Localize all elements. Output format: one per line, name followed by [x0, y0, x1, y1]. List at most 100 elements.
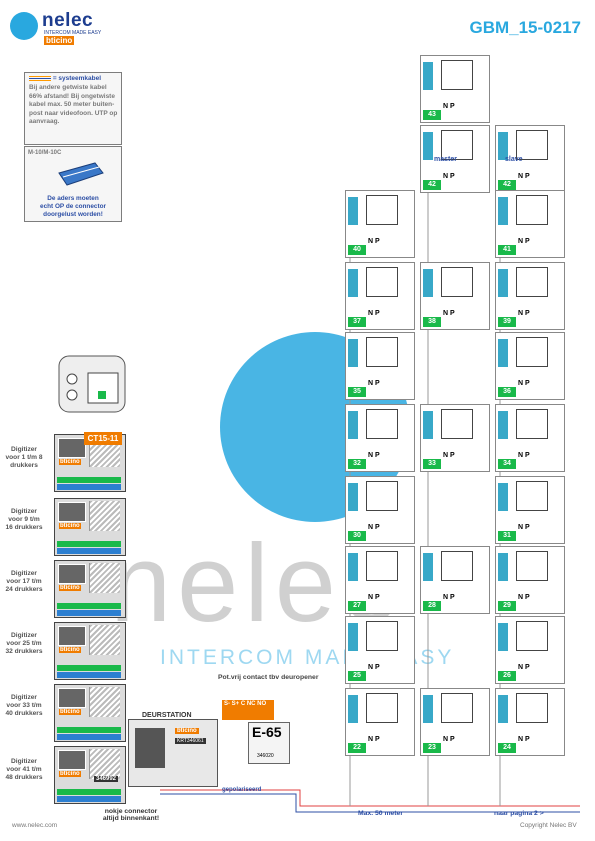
- next-page-link[interactable]: naar pagina 2 >: [494, 810, 544, 817]
- np-label: N P: [368, 524, 380, 531]
- blue-terminal: [57, 672, 121, 678]
- monitor-icon: [516, 693, 548, 723]
- terminal-strip: [348, 623, 358, 651]
- digitizer-outputs: [58, 626, 86, 646]
- psu-code: 346020: [257, 753, 274, 759]
- slave-label: slave: [505, 156, 523, 163]
- digitizer-module: bticino: [54, 434, 126, 492]
- np-label: N P: [518, 736, 530, 743]
- digitizer-label: Digitizer voor 33 t/m 40 drukkers: [5, 694, 43, 717]
- connector-icon: [58, 162, 104, 186]
- station-number: 41: [498, 245, 516, 255]
- np-label: N P: [518, 173, 530, 180]
- cable-legend-text: = systeemkabel: [52, 75, 102, 82]
- ribbon-cable: [89, 501, 120, 531]
- monitor-icon: [516, 337, 548, 367]
- door-station-code: KRT346061: [175, 738, 206, 744]
- monitor-icon: [441, 130, 473, 160]
- monitor-icon: [366, 621, 398, 651]
- digitizer-module: bticino: [54, 622, 126, 680]
- monitor-icon: [366, 551, 398, 581]
- terminal-strip: [423, 553, 433, 581]
- cable-info-text: Bij andere getwiste kabel 66% afstand! B…: [29, 84, 118, 126]
- door-station: bticino KRT346061: [128, 719, 218, 787]
- station-number: 30: [348, 531, 366, 541]
- np-label: N P: [518, 238, 530, 245]
- terminal-strip: [423, 62, 433, 90]
- connector-note: nokje connector altijd binnenkant!: [102, 808, 160, 822]
- np-label: N P: [443, 310, 455, 317]
- door-station-brand: bticino: [175, 728, 199, 734]
- cable-legend-icon: [29, 75, 51, 81]
- monitor-icon: [516, 621, 548, 651]
- connector-info-box: M-10/M-10C De aders moeten echt OP de co…: [24, 146, 122, 222]
- digitizer-outputs: [58, 502, 86, 522]
- station-number: 26: [498, 671, 516, 681]
- document-number: GBM_15-0217: [469, 18, 581, 37]
- terminal-strip: [498, 695, 508, 723]
- np-label: N P: [443, 736, 455, 743]
- station-number: 28: [423, 601, 441, 611]
- logo-brand: bticino: [44, 36, 75, 45]
- green-terminal: [57, 789, 121, 795]
- station-number: 33: [423, 459, 441, 469]
- station-number: 29: [498, 601, 516, 611]
- np-label: N P: [368, 594, 380, 601]
- psu-e65: E-65 346020: [248, 722, 290, 764]
- terminal-strip: [498, 339, 508, 367]
- np-label: N P: [518, 452, 530, 459]
- digitizer-outputs: [58, 688, 86, 708]
- cable-info-box: = systeemkabel Bij andere getwiste kabel…: [24, 72, 122, 145]
- blue-terminal: [57, 796, 121, 802]
- terminal-strip: [348, 483, 358, 511]
- digitizer-label: Digitizer voor 25 t/m 32 drukkers: [5, 632, 43, 655]
- connector-model: M-10/M-10C: [28, 150, 62, 156]
- relay-module: S- S+ C NC NO: [222, 700, 274, 720]
- monitor-icon: [366, 195, 398, 225]
- terminal-strip: [423, 411, 433, 439]
- monitor-icon: [516, 130, 548, 160]
- np-label: N P: [518, 310, 530, 317]
- terminal-detail-icon: [58, 355, 126, 413]
- np-label: N P: [518, 380, 530, 387]
- monitor-icon: [366, 267, 398, 297]
- monitor-icon: [516, 195, 548, 225]
- digitizer-brand: bticino: [59, 459, 81, 465]
- digitizer-brand: bticino: [59, 523, 81, 529]
- np-label: N P: [368, 452, 380, 459]
- terminal-strip: [348, 269, 358, 297]
- site-url[interactable]: www.nelec.com: [12, 822, 58, 829]
- np-label: N P: [518, 594, 530, 601]
- terminal-strip: [423, 695, 433, 723]
- digitizer-module: bticino: [54, 684, 126, 742]
- monitor-icon: [516, 409, 548, 439]
- door-station-module: [135, 728, 165, 768]
- terminal-strip: [498, 197, 508, 225]
- digitizer-module: bticino: [54, 746, 126, 804]
- station-number: 39: [498, 317, 516, 327]
- station-number: 31: [498, 531, 516, 541]
- np-label: N P: [443, 594, 455, 601]
- nelec-logo: nelec INTERCOM MADE EASY bticino: [10, 10, 120, 45]
- monitor-icon: [366, 481, 398, 511]
- np-label: N P: [443, 452, 455, 459]
- station-number: 25: [348, 671, 366, 681]
- station-number: 23: [423, 743, 441, 753]
- station-number: 37: [348, 317, 366, 327]
- ribbon-cable: [89, 687, 120, 717]
- blue-terminal: [57, 484, 121, 490]
- station-number: 35: [348, 387, 366, 397]
- door-station-label: DEURSTATION: [142, 712, 192, 719]
- green-terminal: [57, 477, 121, 483]
- monitor-icon: [441, 693, 473, 723]
- logo-mark-icon: [10, 12, 38, 40]
- connector-line-1: De aders moeten: [47, 195, 99, 202]
